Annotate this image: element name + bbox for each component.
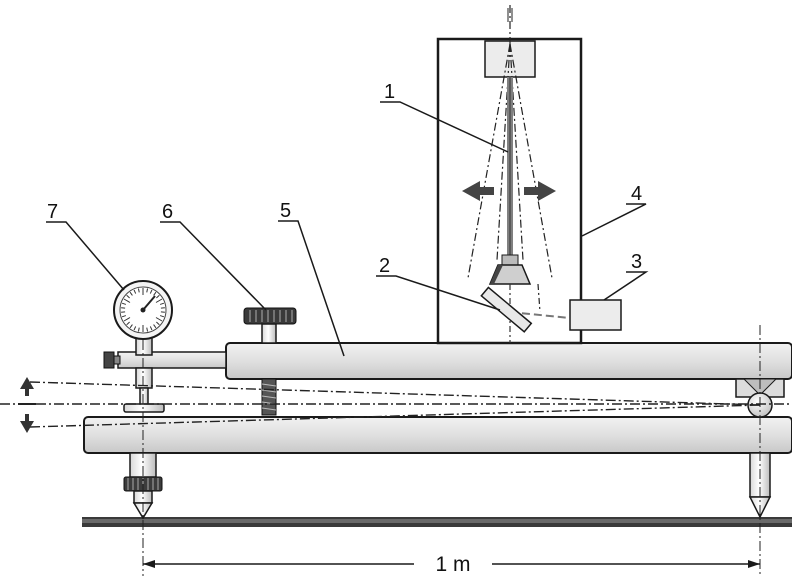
- gauge-tick: [155, 317, 163, 322]
- gauge-tick: [155, 298, 163, 303]
- gauge-tick: [137, 327, 140, 332]
- gauge-tick: [123, 317, 131, 322]
- callout-3: 3: [631, 251, 642, 273]
- gauge-tick: [129, 291, 133, 296]
- gauge-tick: [137, 288, 140, 293]
- gauge-tick: [126, 294, 130, 299]
- detector: [569, 299, 622, 331]
- callout-7: 7: [47, 201, 58, 223]
- gauge-tick: [149, 289, 153, 294]
- gauge-tick: [146, 327, 149, 332]
- gauge-tick: [133, 289, 137, 294]
- leader-2: [376, 275, 501, 311]
- gauge-tick: [121, 315, 127, 318]
- leader-7: [46, 221, 125, 291]
- leader-3: [603, 271, 649, 301]
- lateral-motion-arrows: [462, 181, 556, 201]
- callout-1: 1: [384, 81, 395, 103]
- gauge-tick: [156, 321, 160, 326]
- leader-4: [581, 203, 647, 237]
- gauge-tick: [126, 321, 130, 326]
- dial-gauge: [103, 280, 227, 413]
- lens-holder: [488, 254, 532, 285]
- leader-1: [380, 101, 509, 153]
- lower-bar: [83, 416, 792, 454]
- gauge-tick: [156, 294, 160, 299]
- adjustment-screw: [243, 307, 297, 416]
- dimension-line: [143, 560, 760, 568]
- mirror: [480, 286, 533, 333]
- gauge-tick: [149, 326, 153, 331]
- gauge-tick: [123, 298, 131, 303]
- callout-4: 4: [631, 183, 642, 205]
- gauge-tick: [159, 315, 165, 318]
- gauge-tick: [121, 302, 127, 305]
- gauge-tick: [153, 291, 157, 296]
- gauge-tick: [129, 324, 133, 329]
- tilt-arrows: [18, 377, 36, 433]
- gauge-tick: [133, 326, 137, 331]
- callout-6: 6: [162, 201, 173, 223]
- dimension-label: 1 m: [435, 553, 470, 576]
- upper-bar: [225, 342, 792, 380]
- leader-5: [278, 220, 345, 357]
- gauge-tick: [153, 324, 157, 329]
- gauge-tick: [146, 288, 149, 293]
- gauge-tick: [159, 302, 165, 305]
- callout-5: 5: [280, 200, 291, 222]
- callout-2: 2: [379, 255, 390, 277]
- leader-6: [160, 221, 267, 311]
